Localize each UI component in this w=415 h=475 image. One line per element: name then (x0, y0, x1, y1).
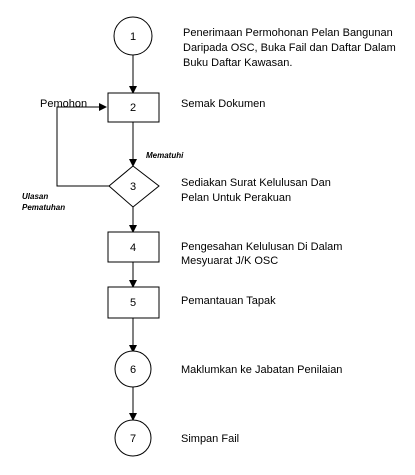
step-2-node (107, 92, 160, 123)
nodes (107, 16, 160, 457)
step-6-number: 6 (130, 364, 136, 376)
step-3-desc-line-2: Pelan Untuk Perakuan (181, 192, 291, 204)
step-7-node (114, 419, 152, 457)
step-4-desc-line-2: Mesyuarat J/K OSC (181, 255, 278, 267)
step-5-desc-line-1: Pemantauan Tapak (181, 295, 276, 307)
step-1-desc-line-2: Daripada OSC, Buka Fail dan Daftar Dalam (183, 42, 396, 54)
mematuhi-label: Mematuhi (146, 151, 184, 160)
step-4-desc-line-1: Pengesahan Kelulusan Di Dalam (181, 241, 342, 253)
pemohon-label: Pemohon (40, 98, 87, 110)
node-numbers: 1 2 3 4 5 6 7 (130, 31, 136, 445)
step-1-node (113, 16, 153, 56)
step-1-number: 1 (130, 31, 136, 43)
step-4-number: 4 (130, 242, 136, 254)
arrow-3-loop-to-2 (56, 103, 109, 187)
step-7-desc-line-1: Simpan Fail (181, 433, 239, 445)
side-labels: Pemohon Mematuhi Ulasan Pematuhan (22, 98, 184, 212)
step-5-number: 5 (130, 297, 136, 309)
step-3-node (108, 165, 160, 208)
step-3-number: 3 (130, 181, 136, 193)
step-3-desc-line-1: Sediakan Surat Kelulusan Dan (181, 177, 331, 189)
step-5-node (107, 286, 160, 319)
step-6-desc-line-1: Maklumkan ke Jabatan Penilaian (181, 364, 342, 376)
step-6-node (114, 350, 152, 388)
ulasan-label: Ulasan (22, 192, 48, 201)
pematuhan-label: Pematuhan (22, 203, 65, 212)
step-4-node (107, 231, 160, 263)
step-2-number: 2 (130, 102, 136, 114)
step-1-desc-line-1: Penerimaan Permohonan Pelan Bangunan (183, 27, 393, 39)
connectors (56, 55, 137, 421)
step-1-desc-line-3: Buku Daftar Kawasan. (183, 57, 292, 69)
step-7-number: 7 (130, 433, 136, 445)
step-2-desc-line-1: Semak Dokumen (181, 98, 265, 110)
step-descriptions: Penerimaan Permohonan Pelan Bangunan Dar… (181, 27, 396, 445)
